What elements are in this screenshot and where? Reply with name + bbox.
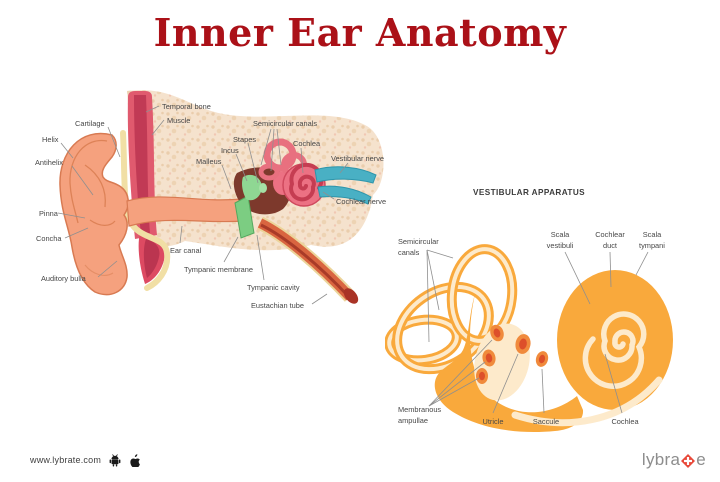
footer: www.lybrate.com lybra e xyxy=(0,450,720,476)
cartilage-shape xyxy=(120,130,171,291)
label-saccule: Saccule xyxy=(533,417,559,426)
apple-icon xyxy=(130,454,140,467)
label-cochlear-duct-1: Cochlear xyxy=(595,230,625,239)
ear-anatomy-diagram: Temporal bone Muscle Cartilage Helix Ant… xyxy=(35,90,386,310)
label-vest-cochlea: Cochlea xyxy=(611,417,639,426)
ear-leader-lines xyxy=(57,105,349,305)
label-membranous-ampullae-1: Membranous xyxy=(398,405,441,414)
label-cochlear-nerve: Cochlear nerve xyxy=(336,197,386,206)
label-temporal-bone: Temporal bone xyxy=(162,102,211,111)
outer-ear-shape xyxy=(59,132,129,296)
label-eustachian-tube: Eustachian tube xyxy=(251,301,304,310)
vestibular-heading: VESTIBULAR APPARATUS xyxy=(473,188,585,197)
label-scala-vestibuli-2: vestibuli xyxy=(547,241,574,250)
inner-ear-labyrinth-shape xyxy=(258,138,326,207)
label-vestibular-nerve: Vestibular nerve xyxy=(331,154,384,163)
label-ear-canal: Ear canal xyxy=(170,246,202,255)
label-incus: Incus xyxy=(221,146,239,155)
label-concha: Concha xyxy=(36,234,62,243)
label-semicircular-canals: Semicircular canals xyxy=(253,119,317,128)
lybrate-logo: lybra e xyxy=(642,450,706,470)
label-scala-vestibuli-1: Scala xyxy=(551,230,570,239)
label-stapes: Stapes xyxy=(233,135,256,144)
vestibular-leader-lines xyxy=(426,249,649,414)
label-tympanic-cavity: Tympanic cavity xyxy=(247,283,300,292)
logo-text-prefix: lybra xyxy=(641,450,681,469)
label-helix: Helix xyxy=(42,135,59,144)
label-pinna: Pinna xyxy=(39,209,59,218)
label-vest-semicircular-1: Semicircular xyxy=(398,237,439,246)
label-cochlea: Cochlea xyxy=(293,139,321,148)
label-membranous-ampullae-2: ampullae xyxy=(398,416,428,425)
label-utricle: Utricle xyxy=(483,417,504,426)
label-vest-semicircular-2: canals xyxy=(398,248,420,257)
lybrate-diamond-icon xyxy=(681,454,696,468)
ossicles-and-membrane-shape xyxy=(234,174,267,239)
eustachian-tube-shape xyxy=(256,216,359,304)
nerves-shape xyxy=(314,166,377,205)
label-cartilage: Cartilage xyxy=(75,119,105,128)
android-icon xyxy=(109,453,121,466)
label-scala-tympani-2: tympani xyxy=(639,241,665,250)
logo-text-suffix: e xyxy=(696,450,706,469)
label-scala-tympani-1: Scala xyxy=(643,230,662,239)
label-antihelix: Antihelix xyxy=(35,158,63,167)
page-title: Inner Ear Anatomy xyxy=(153,10,567,55)
label-cochlear-duct-2: duct xyxy=(603,241,617,250)
label-muscle: Muscle xyxy=(167,116,190,125)
vestibule-and-cochlea-shape xyxy=(434,270,673,433)
label-tympanic-membrane: Tympanic membrane xyxy=(184,265,253,274)
label-malleus: Malleus xyxy=(196,157,222,166)
label-auditory-bulla: Auditory bulla xyxy=(41,274,87,283)
ampullae-shapes xyxy=(476,324,549,384)
vestibular-apparatus-diagram: VESTIBULAR APPARATUS xyxy=(385,188,673,433)
website-url: www.lybrate.com xyxy=(30,455,102,465)
